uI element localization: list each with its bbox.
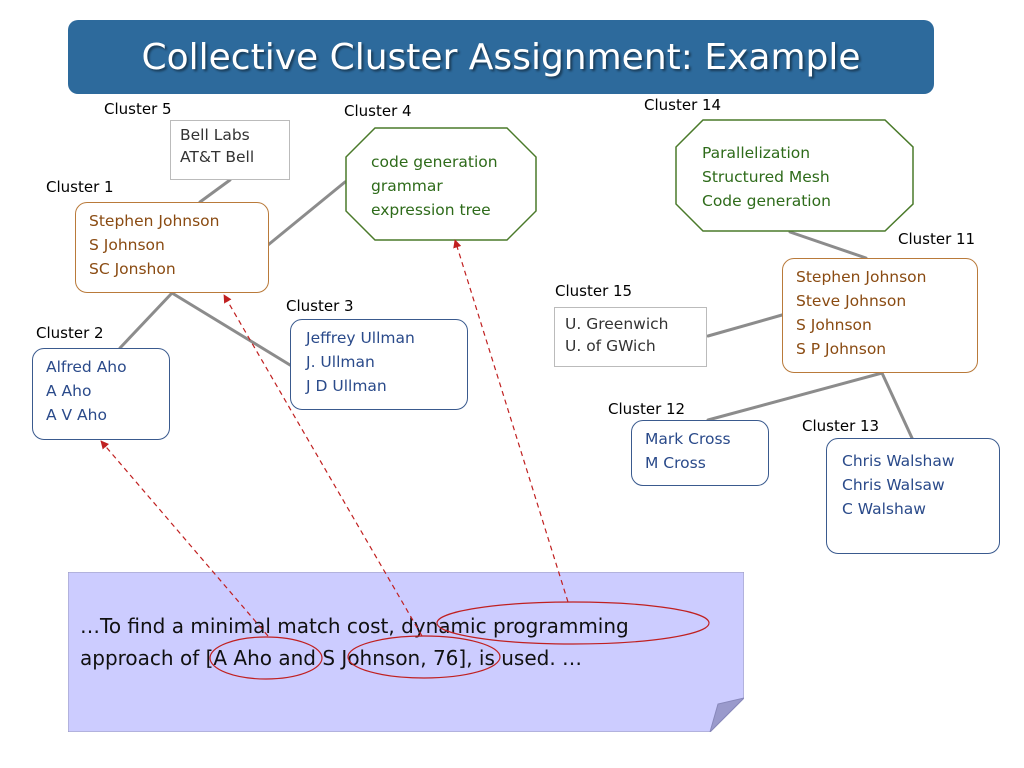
cluster-2-entry: A V Aho [46, 406, 107, 424]
cluster-14-entry: Code generation [702, 192, 831, 210]
cluster-12-box: Mark Cross M Cross [631, 420, 769, 486]
cluster-4-entry: code generation [371, 153, 498, 171]
cluster-11-entry: Stephen Johnson [796, 268, 927, 286]
citation-note: …To find a minimal match cost, dynamic p… [68, 572, 744, 732]
cluster-4-entry: expression tree [371, 201, 491, 219]
edge-c14-c11 [788, 230, 868, 260]
cluster-1-entry: Stephen Johnson [89, 212, 220, 230]
cluster-12-entry: Mark Cross [645, 430, 731, 448]
cluster-4-label: Cluster 4 [344, 102, 412, 120]
cluster-11-entry: S P Johnson [796, 340, 887, 358]
cluster-3-entry: J. Ullman [306, 353, 375, 371]
cluster-13-entry: Chris Walsaw [842, 476, 945, 494]
edge-c15-c11 [706, 313, 784, 338]
cluster-11-entry: Steve Johnson [796, 292, 907, 310]
edge-c11-c12 [706, 371, 884, 422]
cluster-1-label: Cluster 1 [46, 178, 114, 196]
cluster-1-box: Stephen Johnson S Johnson SC Jonshon [75, 202, 269, 293]
cluster-1-entry: S Johnson [89, 236, 165, 254]
cluster-4-entry: grammar [371, 177, 443, 195]
cluster-14-entry: Structured Mesh [702, 168, 830, 186]
cluster-2-label: Cluster 2 [36, 324, 104, 342]
edge-c1-c2 [118, 291, 174, 350]
note-line-2: approach of [A Aho and S Johnson, 76], i… [80, 646, 583, 670]
cluster-1-entry: SC Jonshon [89, 260, 176, 278]
cluster-3-box: Jeffrey Ullman J. Ullman J D Ullman [290, 319, 468, 410]
cluster-12-entry: M Cross [645, 454, 706, 472]
slide-title: Collective Cluster Assignment: Example [141, 36, 861, 78]
cluster-14-entry: Parallelization [702, 144, 811, 162]
cluster-12-label: Cluster 12 [608, 400, 686, 418]
note-line-1: …To find a minimal match cost, dynamic p… [80, 614, 629, 638]
cluster-13-label: Cluster 13 [802, 417, 880, 435]
cluster-2-entry: A Aho [46, 382, 92, 400]
cluster-5-label: Cluster 5 [104, 100, 172, 118]
cluster-15-entry: U. of GWich [565, 337, 656, 355]
edge-c1-c3 [170, 291, 292, 367]
cluster-3-label: Cluster 3 [286, 297, 354, 315]
cluster-15-entry: U. Greenwich [565, 315, 669, 333]
cluster-14-label: Cluster 14 [644, 96, 722, 114]
cluster-3-entry: J D Ullman [306, 377, 387, 395]
cluster-3-entry: Jeffrey Ullman [306, 329, 415, 347]
cluster-14-box: Parallelization Structured Mesh Code gen… [675, 119, 914, 232]
cluster-5-entry: Bell Labs [180, 126, 250, 144]
cluster-11-box: Stephen Johnson Steve Johnson S Johnson … [782, 258, 978, 373]
cluster-4-box: code generation grammar expression tree [345, 127, 537, 241]
edge-c1-c4 [266, 180, 347, 247]
cluster-13-entry: C Walshaw [842, 500, 926, 518]
cluster-11-entry: S Johnson [796, 316, 872, 334]
edge-c1-c5 [198, 178, 232, 204]
cluster-2-box: Alfred Aho A Aho A V Aho [32, 348, 170, 440]
cluster-5-box: Bell Labs AT&T Bell [170, 120, 290, 180]
edge-c11-c13 [880, 371, 914, 440]
title-bar: Collective Cluster Assignment: Example [68, 20, 934, 94]
cluster-13-box: Chris Walshaw Chris Walsaw C Walshaw [826, 438, 1000, 554]
cluster-15-label: Cluster 15 [555, 282, 633, 300]
cluster-2-entry: Alfred Aho [46, 358, 127, 376]
cluster-15-box: U. Greenwich U. of GWich [554, 307, 707, 367]
cluster-5-entry: AT&T Bell [180, 148, 255, 166]
cluster-13-entry: Chris Walshaw [842, 452, 955, 470]
cluster-11-label: Cluster 11 [898, 230, 976, 248]
